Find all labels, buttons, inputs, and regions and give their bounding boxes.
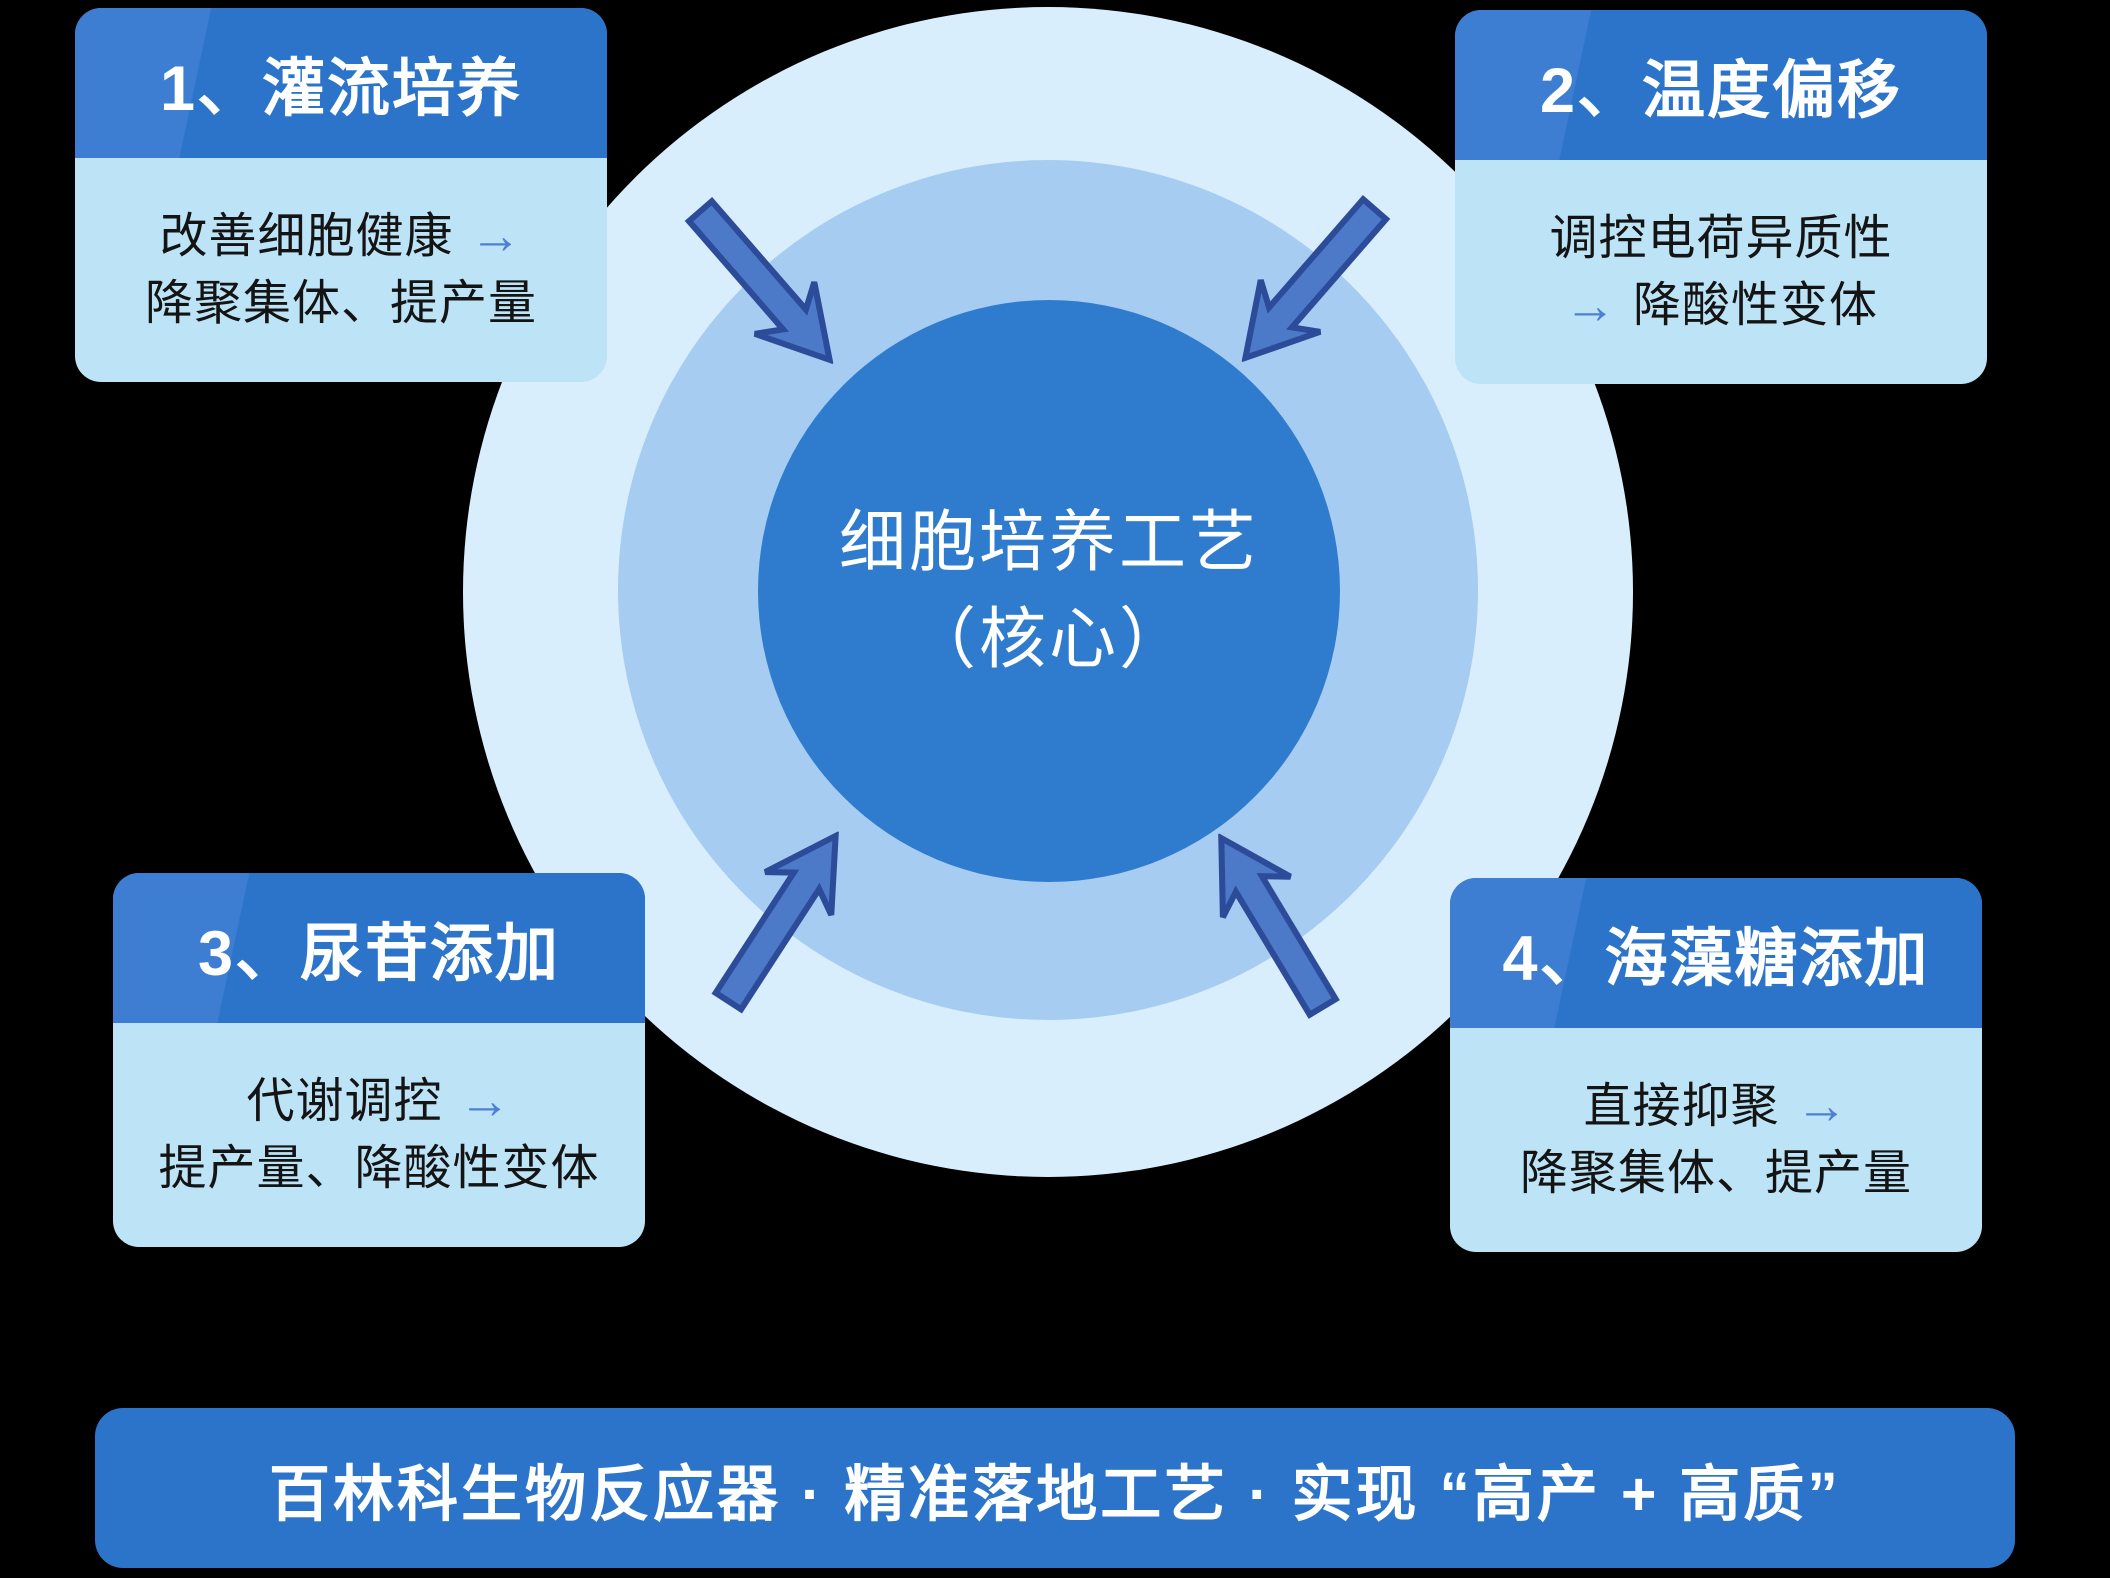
card-perfusion-culture: 1、灌流培养 改善细胞健康 → 降聚集体、提产量 <box>75 8 607 382</box>
card-body: 直接抑聚 → 降聚集体、提产量 <box>1450 1028 1982 1252</box>
card-body-line: 改善细胞健康 → <box>159 209 522 264</box>
inline-right-arrow-icon: → <box>1795 1077 1849 1136</box>
card-header: 3、尿苷添加 <box>113 873 645 1023</box>
card-body-line: 降聚集体、提产量 <box>145 276 537 331</box>
big-arrow-icon-top-right <box>1241 194 1391 363</box>
card-title: 3、尿苷添加 <box>197 918 561 989</box>
banner-text: 百林科生物反应器 · 精准落地工艺 · 实现 “高产 + 高质” <box>269 1459 1841 1528</box>
card-header: 1、灌流培养 <box>75 8 607 158</box>
card-body: 代谢调控 → 提产量、降酸性变体 <box>113 1023 645 1247</box>
card-body-line: → 降酸性变体 <box>1564 278 1878 333</box>
card-line1-text: 调控电荷异质性 <box>1549 211 1893 265</box>
card-body-line: 提产量、降酸性变体 <box>158 1141 599 1196</box>
card-body-line: 直接抑聚 → <box>1583 1079 1848 1134</box>
bottom-banner: 百林科生物反应器 · 精准落地工艺 · 实现 “高产 + 高质” <box>95 1408 2015 1568</box>
card-title: 2、温度偏移 <box>1539 55 1903 126</box>
card-header: 2、温度偏移 <box>1455 10 1987 160</box>
card-temperature-shift: 2、温度偏移 调控电荷异质性 → 降酸性变体 <box>1455 10 1987 384</box>
card-trehalose-addition: 4、海藻糖添加 直接抑聚 → 降聚集体、提产量 <box>1450 878 1982 1252</box>
big-arrow-icon-top-left <box>684 196 834 365</box>
card-line2-text: 降聚集体、提产量 <box>144 277 537 330</box>
core-title-line2: （核心） <box>909 602 1189 677</box>
core-text: 细胞培养工艺 （核心） <box>839 494 1259 688</box>
card-title: 4、海藻糖添加 <box>1502 923 1930 994</box>
center-core-circle: 细胞培养工艺 （核心） <box>758 300 1340 882</box>
big-arrow-icon-bottom-left <box>711 830 839 1014</box>
core-title-line1: 细胞培养工艺 <box>839 504 1259 580</box>
card-body-line: 代谢调控 → <box>246 1074 511 1129</box>
card-title: 1、灌流培养 <box>159 53 523 124</box>
card-line1-text: 代谢调控 <box>246 1074 443 1128</box>
card-line1-text: 直接抑聚 <box>1583 1079 1780 1133</box>
card-line2-text: 降酸性变体 <box>1632 279 1878 332</box>
inline-right-arrow-icon: → <box>469 207 523 266</box>
card-body: 改善细胞健康 → 降聚集体、提产量 <box>75 158 607 382</box>
card-body-line: 调控电荷异质性 <box>1549 211 1892 266</box>
card-header: 4、海藻糖添加 <box>1450 878 1982 1028</box>
card-body-line: 降聚集体、提产量 <box>1520 1146 1912 1201</box>
card-uridine-addition: 3、尿苷添加 代谢调控 → 提产量、降酸性变体 <box>113 873 645 1247</box>
big-arrow-icon-bottom-right <box>1218 832 1340 1019</box>
card-body: 调控电荷异质性 → 降酸性变体 <box>1455 160 1987 384</box>
card-line1-text: 改善细胞健康 <box>159 209 454 263</box>
card-line2-text: 降聚集体、提产量 <box>1519 1147 1912 1200</box>
card-line2-text: 提产量、降酸性变体 <box>158 1142 600 1195</box>
inline-right-arrow-icon: → <box>1563 276 1617 335</box>
inline-right-arrow-icon: → <box>458 1072 512 1131</box>
